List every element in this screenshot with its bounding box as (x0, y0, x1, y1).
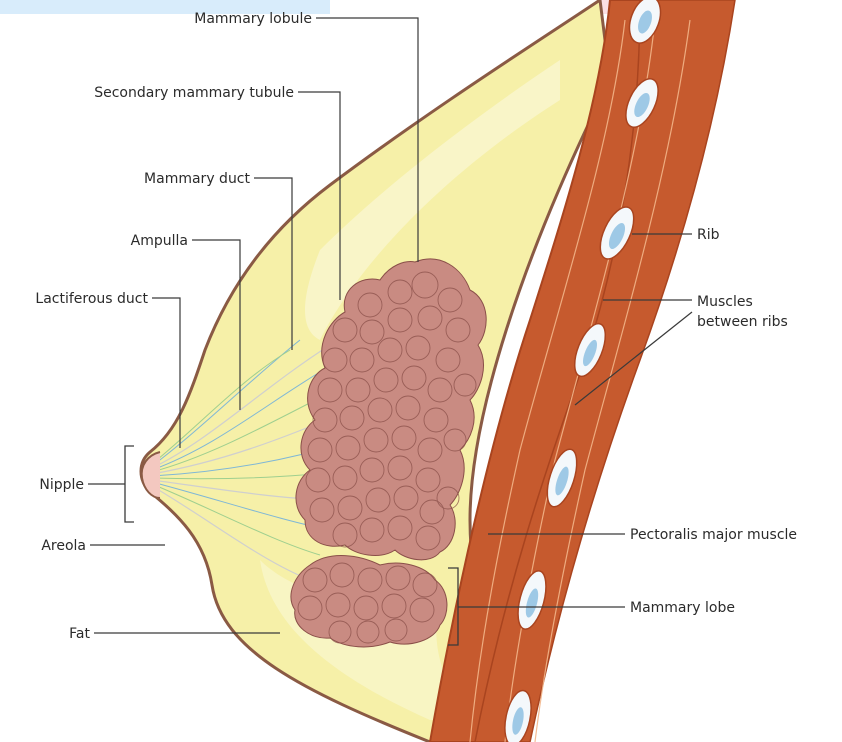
label-mammary-lobule: Mammary lobule (194, 11, 312, 27)
bracket-nipple (125, 446, 134, 522)
label-lactiferous-duct: Lactiferous duct (35, 291, 148, 307)
label-mammary-duct: Mammary duct (144, 171, 250, 187)
label-ampulla: Ampulla (131, 233, 188, 249)
label-mammary-lobe: Mammary lobe (630, 600, 735, 616)
label-areola: Areola (41, 538, 86, 554)
label-nipple: Nipple (39, 477, 84, 493)
label-pectoralis-major-muscle: Pectoralis major muscle (630, 527, 797, 543)
label-muscles-line-1: Muscles (697, 294, 753, 310)
label-muscles-line-2: between ribs (697, 314, 788, 330)
label-fat: Fat (69, 626, 90, 642)
label-rib: Rib (697, 227, 720, 243)
label-secondary-mammary-tubule: Secondary mammary tubule (94, 85, 294, 101)
